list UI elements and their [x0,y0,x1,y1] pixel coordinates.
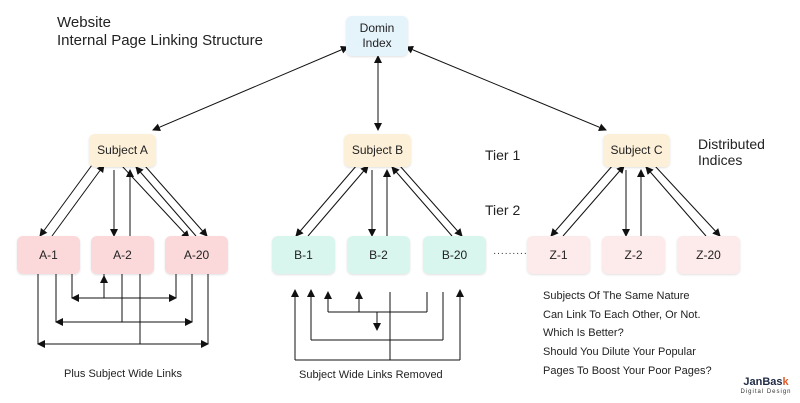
page-a-2-label: A-2 [113,247,132,262]
page-b-1-label: B-1 [294,247,313,262]
page-a-1-label: A-1 [39,247,58,262]
subject-a-node: Subject A [89,134,156,167]
subject-c-node: Subject C [603,134,670,167]
distributed-line-1: Distributed [698,136,765,152]
diagram-title: Website Internal Page Linking Structure [57,14,263,50]
caption-a: Plus Subject Wide Links [64,368,182,380]
page-a-2: A-2 [91,236,154,274]
question-1-line-1: Subjects Of The Same Nature [543,290,690,302]
root-links [152,45,607,132]
page-z-20-label: Z-20 [696,247,721,262]
subject-c-label: Subject C [610,143,663,157]
page-a-20: A-20 [165,236,228,274]
logo-wordmark: JanBask [743,376,789,388]
distributed-indices-label: Distributed Indices [698,136,765,168]
tier-2-label: Tier 2 [485,202,521,218]
caption-b: Subject Wide Links Removed [299,369,443,381]
logo-tagline: Digital Design [740,389,792,395]
subject-b-links [295,164,463,237]
root-to-subject-a-link [152,46,349,131]
page-a-1: A-1 [17,236,80,274]
subject-a-label: Subject A [97,143,148,157]
title-line-2: Internal Page Linking Structure [57,32,263,49]
distributed-line-2: Indices [698,152,743,168]
tier-1-label: Tier 1 [485,147,521,163]
subject-c-links [550,164,721,237]
subject-a-links [39,164,208,239]
page-z-2-label: Z-2 [624,247,643,262]
page-z-1-label: Z-1 [549,247,568,262]
question-dilute: Should You Dilute Your Popular Pages To … [543,343,712,380]
question-same-nature: Subjects Of The Same Nature Can Link To … [543,287,701,343]
page-a-20-label: A-20 [183,247,210,262]
page-b-1: B-1 [272,236,335,274]
page-z-2: Z-2 [602,236,665,274]
b-removed-links [291,289,464,361]
page-b-2-label: B-2 [369,247,388,262]
root-label-line-2: Index [362,36,392,50]
page-z-1: Z-1 [527,236,590,274]
question-1-line-3: Which Is Better? [543,327,624,339]
page-b-20-label: B-20 [441,247,468,262]
page-b-20: B-20 [423,236,486,274]
janbask-logo: JanBask Digital Design [740,377,792,396]
root-node: Domin Index [346,16,408,56]
a-subject-wide-links [37,274,209,348]
subject-b-node: Subject B [344,134,411,167]
question-2-line-2: Pages To Boost Your Poor Pages? [543,364,712,377]
root-to-subject-c-link [405,45,607,132]
question-1-line-2: Can Link To Each Other, Or Not. [543,308,701,321]
title-line-1: Website [57,14,111,31]
subject-b-label: Subject B [351,143,404,157]
root-label-line-1: Domin [359,21,395,35]
page-z-20: Z-20 [677,236,740,274]
question-2-line-1: Should You Dilute Your Popular [543,346,696,358]
page-b-2: B-2 [347,236,410,274]
ellipsis: ········· [493,248,528,259]
